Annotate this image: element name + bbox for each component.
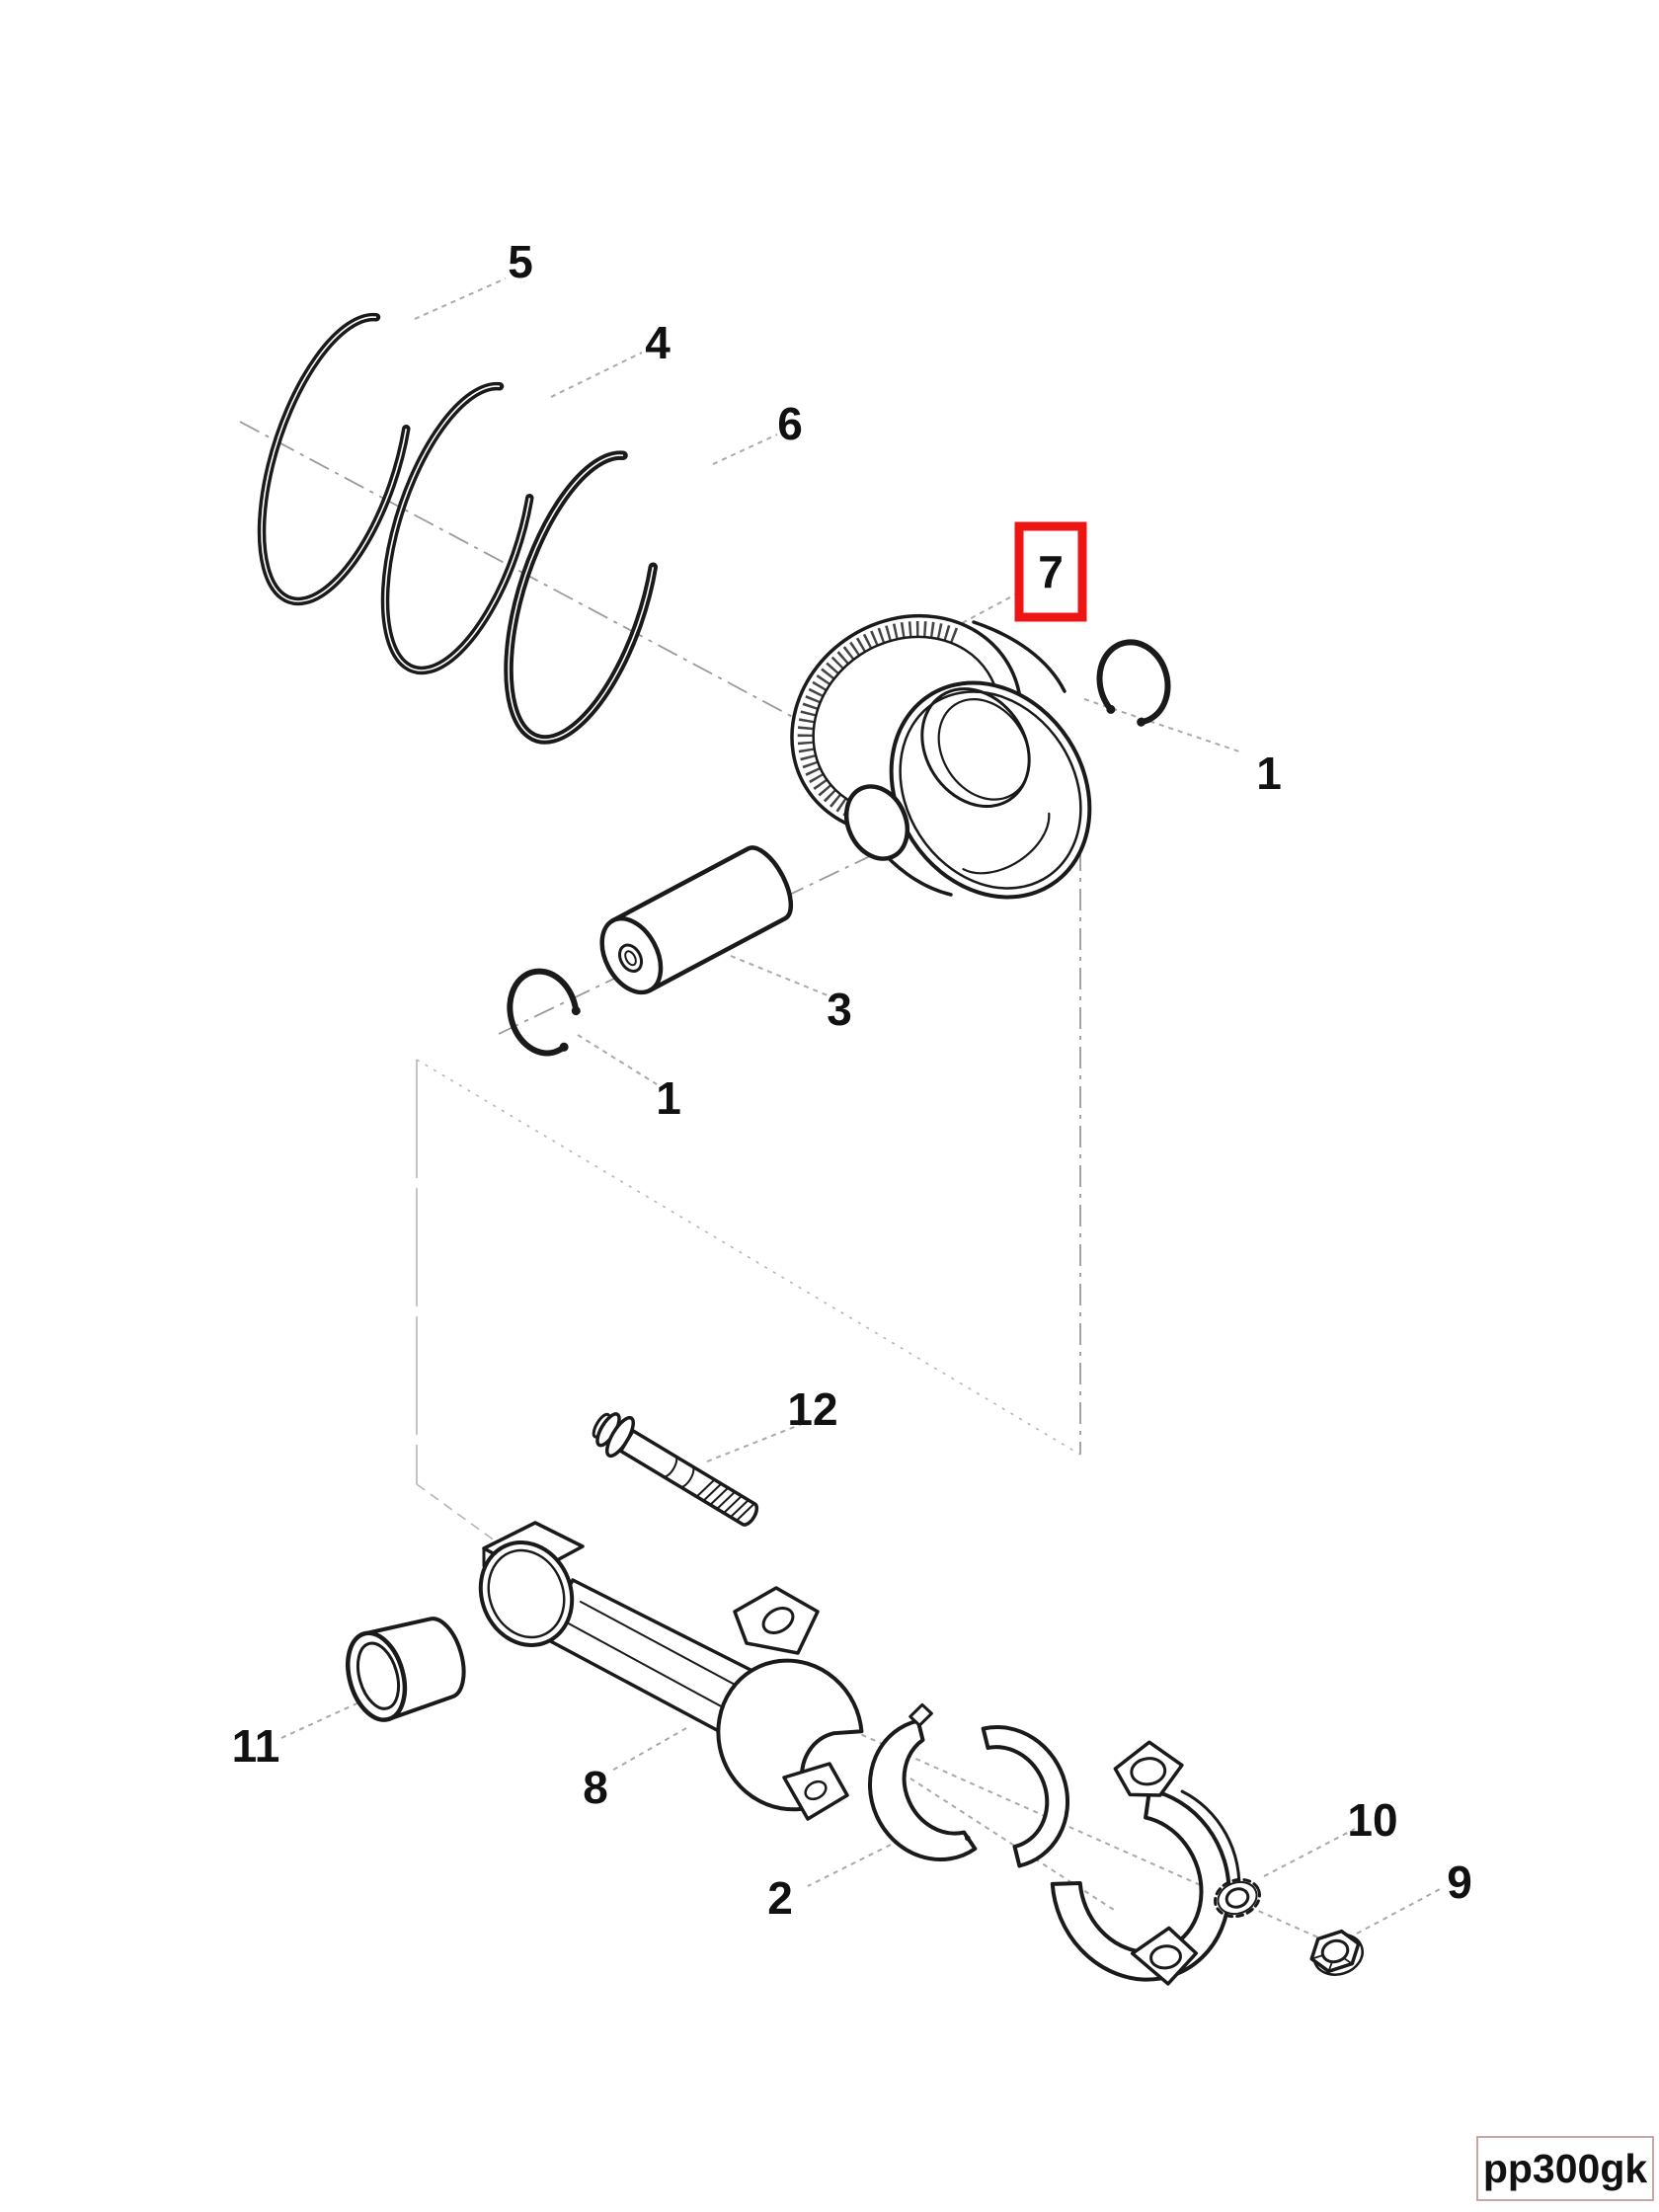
ring-5-body bbox=[257, 312, 411, 606]
rod-bolt bbox=[592, 1412, 759, 1527]
callout-7[interactable]: 7 bbox=[1038, 546, 1064, 597]
washer-body bbox=[1217, 1880, 1258, 1916]
drawing-code-stamp: pp300gk bbox=[1476, 2136, 1654, 2201]
pin-end-hole-inner bbox=[624, 950, 637, 967]
leader-2 bbox=[807, 1844, 892, 1887]
leader-8 bbox=[609, 1727, 687, 1773]
callout-1-right[interactable]: 1 bbox=[1256, 748, 1282, 799]
projection-line-diagonal bbox=[416, 1059, 1081, 1456]
cap-lug-top bbox=[1113, 1740, 1184, 1797]
shell-near-locating-tab bbox=[908, 1702, 933, 1727]
leader-lines bbox=[280, 277, 1443, 1935]
saddle-crescent bbox=[716, 1658, 864, 1812]
skirt-mouth-outer bbox=[889, 680, 1092, 900]
pin-end-face bbox=[599, 915, 664, 995]
circlip-right-tip-a bbox=[1106, 704, 1116, 714]
leader-11 bbox=[280, 1699, 364, 1739]
rod-ibeam-line-1 bbox=[580, 1601, 740, 1688]
rod-ibeam-line-2 bbox=[564, 1620, 726, 1709]
callout-3[interactable]: 3 bbox=[827, 984, 852, 1035]
circlip-right bbox=[1096, 639, 1171, 727]
callout-9[interactable]: 9 bbox=[1447, 1856, 1472, 1908]
oil-control-ring bbox=[504, 450, 659, 745]
leader-6 bbox=[712, 434, 778, 465]
piston-skirt-mouth bbox=[889, 680, 1092, 900]
pin-end-hole bbox=[618, 943, 644, 973]
pin-bore-far-inner bbox=[937, 698, 1031, 801]
leader-5 bbox=[414, 277, 507, 320]
cap-bolt-hole-bottom bbox=[1149, 1944, 1182, 1970]
piston-ring-second bbox=[380, 381, 534, 675]
callout-1-left[interactable]: 1 bbox=[656, 1072, 681, 1124]
callout-labels: 5 4 6 7 1 3 1 12 11 8 2 10 9 bbox=[232, 236, 1472, 1924]
callout-12[interactable]: 12 bbox=[787, 1383, 837, 1435]
callout-2[interactable]: 2 bbox=[767, 1872, 793, 1924]
shell-near-body bbox=[868, 1718, 978, 1862]
shell-far-body bbox=[981, 1724, 1070, 1868]
small-end-bushing bbox=[346, 1617, 466, 1722]
small-end-eye-outer bbox=[478, 1540, 575, 1647]
bolt-shank bbox=[618, 1429, 759, 1527]
rod-bolt-hole-bottom bbox=[804, 1779, 828, 1801]
ring-6-body bbox=[504, 450, 659, 745]
leader-1-right bbox=[1083, 698, 1243, 753]
leader-12 bbox=[706, 1423, 803, 1462]
washer-serrated-edge bbox=[1214, 1877, 1261, 1919]
callout-6[interactable]: 6 bbox=[777, 398, 803, 449]
piston-side-top-edge bbox=[972, 620, 1066, 693]
circlip-left bbox=[507, 968, 581, 1057]
piston-pin bbox=[599, 845, 794, 995]
bearing-cap bbox=[1050, 1740, 1241, 1986]
bearing-shell-near bbox=[868, 1702, 978, 1862]
skirt-interior-arc bbox=[962, 812, 1051, 875]
leader-10 bbox=[1263, 1828, 1356, 1877]
pin-boss-hole-near bbox=[843, 784, 910, 861]
leader-9 bbox=[1356, 1887, 1443, 1935]
highlight-box-item-7[interactable] bbox=[1014, 521, 1087, 622]
drawing-code-text: pp300gk bbox=[1483, 2146, 1648, 2191]
callout-8[interactable]: 8 bbox=[583, 1762, 608, 1813]
circlip-left-body bbox=[507, 968, 580, 1057]
ring-6-highlight bbox=[508, 454, 655, 741]
callout-11[interactable]: 11 bbox=[232, 1720, 280, 1772]
small-end-eye-inner bbox=[487, 1548, 566, 1639]
callout-4[interactable]: 4 bbox=[645, 317, 671, 368]
ring-5-highlight bbox=[261, 316, 408, 602]
leader-4 bbox=[550, 352, 643, 398]
hex-nut bbox=[1309, 1929, 1364, 1976]
leader-3 bbox=[730, 955, 829, 996]
cap-bolt-hole-top bbox=[1130, 1757, 1167, 1786]
bearing-shell-far bbox=[981, 1724, 1070, 1868]
circlip-left-tip-a bbox=[559, 1042, 569, 1052]
drawing-code-box bbox=[1476, 2136, 1654, 2201]
bolt-thread-hatch bbox=[696, 1479, 755, 1522]
lock-washer bbox=[1214, 1877, 1261, 1919]
circlip-left-tip-b bbox=[571, 1006, 581, 1016]
pin-bore-far bbox=[920, 687, 1031, 808]
callout-10[interactable]: 10 bbox=[1347, 1794, 1397, 1846]
leader-1-left bbox=[577, 1034, 658, 1085]
ring-stack-centerline bbox=[239, 421, 832, 739]
bolt-shank-bands bbox=[662, 1455, 695, 1488]
rod-bolt-lug-bottom bbox=[782, 1762, 849, 1821]
nut-bore bbox=[1320, 1938, 1350, 1964]
callout-5[interactable]: 5 bbox=[508, 236, 533, 287]
piston bbox=[790, 613, 1092, 900]
rod-bolt-lug-top bbox=[733, 1586, 820, 1655]
piston-ring-top bbox=[257, 312, 411, 606]
shell-near-notch bbox=[965, 1835, 971, 1842]
rod-bolt-hole-top bbox=[761, 1607, 795, 1634]
washer-bore bbox=[1224, 1887, 1250, 1909]
big-end-saddle bbox=[716, 1658, 864, 1812]
circlip-right-tip-b bbox=[1137, 717, 1146, 727]
ring-4-body bbox=[380, 381, 534, 675]
connecting-rod bbox=[478, 1521, 864, 1821]
cap-lug-bottom bbox=[1130, 1926, 1199, 1986]
piston-ring-land-hatch bbox=[797, 620, 961, 821]
circlip-right-body bbox=[1096, 639, 1171, 726]
bushing-bore bbox=[356, 1641, 401, 1710]
ring-4-highlight bbox=[384, 385, 531, 672]
